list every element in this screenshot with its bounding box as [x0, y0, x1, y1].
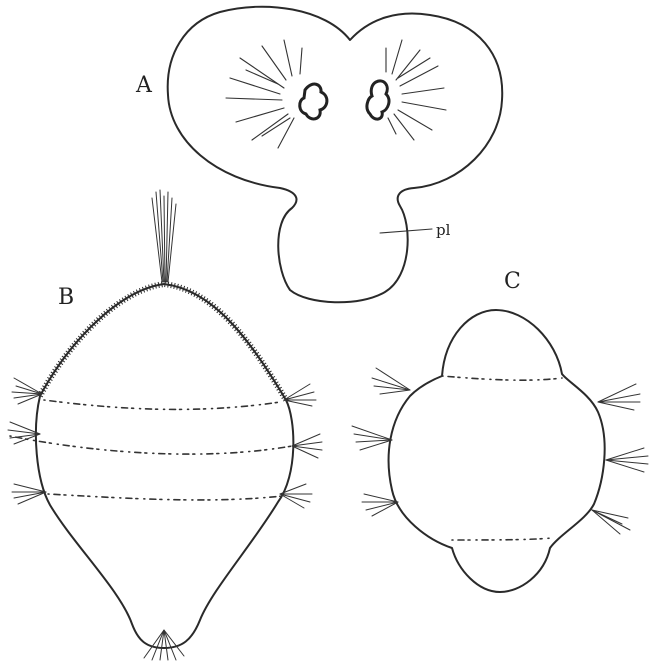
- figure-a-label: A: [135, 73, 153, 98]
- figure-c-right-tufts: [592, 384, 648, 534]
- figure-b-outline: [36, 284, 293, 648]
- figure-c-band-1: [442, 376, 562, 380]
- figure-b: B: [8, 190, 322, 660]
- figure-c-outline: [389, 310, 605, 592]
- figure-a-left-aster: [226, 40, 302, 148]
- figure-a-outline: [168, 7, 503, 303]
- figure-a: pl A: [135, 7, 502, 303]
- figure-c-label: C: [504, 269, 521, 294]
- figure-c: C: [352, 269, 648, 592]
- figure-a-right-aster: [386, 40, 446, 140]
- figure-b-label: B: [58, 285, 74, 310]
- polar-lobe-label: pl: [436, 221, 451, 239]
- figure-b-apical-tuft: [152, 190, 176, 282]
- figure-c-left-tufts: [352, 368, 410, 516]
- figure-a-left-nucleus: [300, 84, 327, 119]
- figure-a-right-nucleus: [367, 81, 389, 119]
- polar-lobe-pointer: [380, 229, 432, 233]
- figure-c-band-2: [452, 538, 552, 540]
- figure-b-band-1: [44, 400, 280, 409]
- figure-b-band-3: [48, 494, 282, 500]
- figure-b-band-2: [10, 436, 292, 454]
